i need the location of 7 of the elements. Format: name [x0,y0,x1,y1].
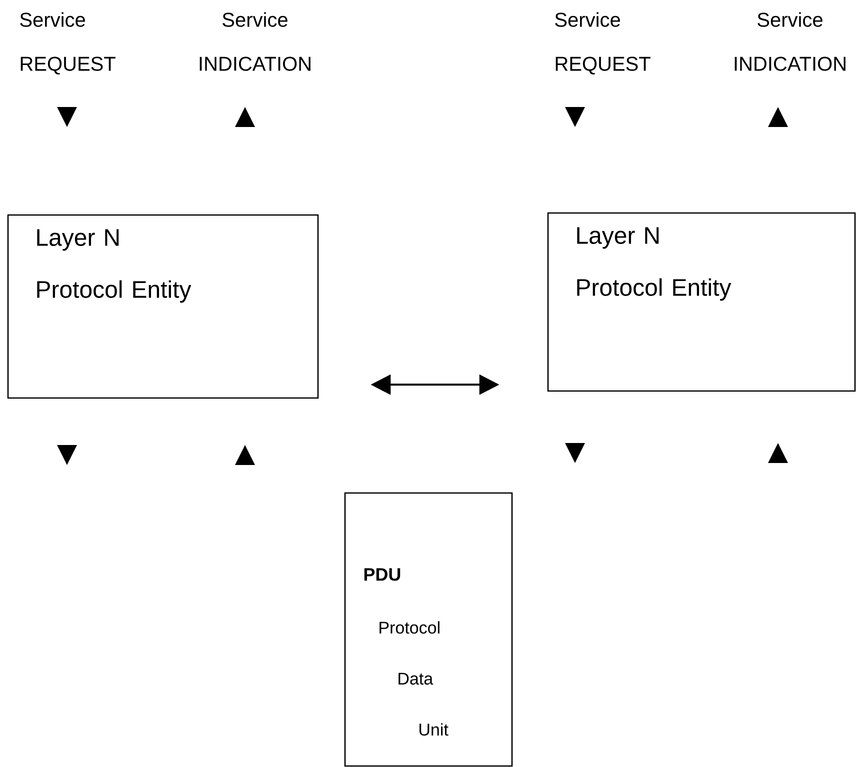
service-label: Service REQUEST [20,12,116,74]
service-label: Service INDICATION [200,12,310,71]
service-label: Service INDICATION [734,12,846,71]
pdu-box: PDU Protocol Data Unit [344,492,513,767]
entity-box: Layer N Protocol Entity [547,212,856,392]
service-label: Service REQUEST [555,12,650,74]
entity-box: Layer N Protocol Entity [7,214,319,399]
